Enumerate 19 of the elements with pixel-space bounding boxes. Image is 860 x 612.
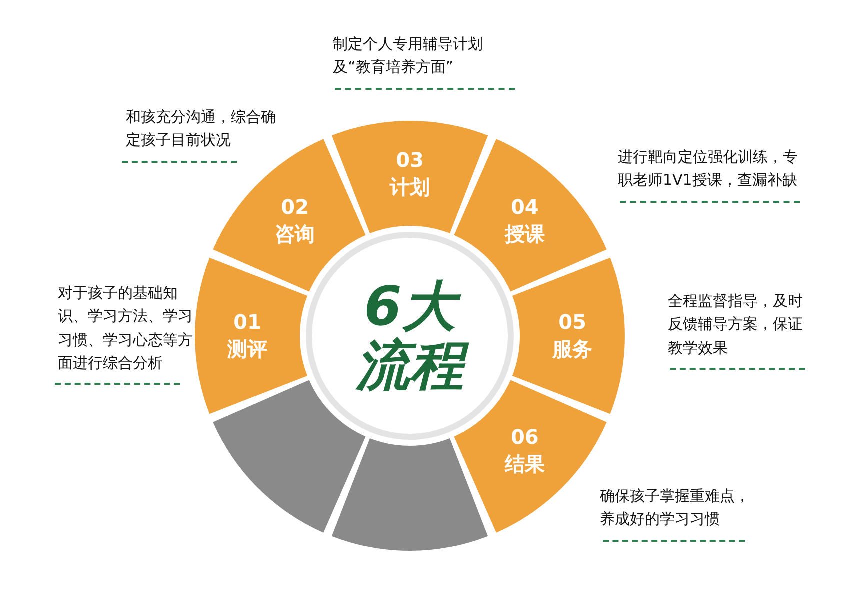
step-label: 计划 (390, 174, 430, 200)
step-number: 04 (510, 194, 540, 222)
step-label: 服务 (552, 336, 592, 363)
step-label: 结果 (504, 450, 545, 478)
step-label: 测评 (228, 336, 268, 363)
step-description: 制定个人专用辅导计划及“教育培养方面” (333, 34, 484, 78)
step-number: 01 (232, 309, 262, 336)
step-number: 05 (558, 309, 588, 336)
center-title: 6大流程 (345, 276, 475, 396)
step-label: 授课 (504, 221, 545, 248)
step-label: 咨询 (275, 221, 316, 248)
step-number: 03 (395, 146, 425, 174)
step-description: 和孩充分沟通，综合确定孩子目前状况 (126, 107, 276, 152)
step-description: 进行靶向定位强化训练，专职老师1V1授课，查漏补缺 (618, 147, 798, 192)
step-description: 对于孩子的基础知识、学习方法、学习习惯、学习心态等方面进行综合分析 (58, 283, 194, 374)
step-description: 确保孩子掌握重难点，养成好的学习习惯 (600, 486, 750, 530)
step-number: 06 (510, 424, 540, 451)
step-description: 全程监督指导，及时反馈辅导方案，保证教学效果 (668, 291, 804, 358)
step-number: 02 (280, 194, 310, 222)
